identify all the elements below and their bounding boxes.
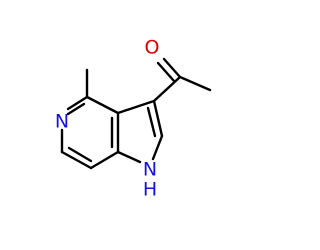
bond-c4-n5 [66, 95, 89, 111]
bond-carbonyl-oxygen-double [156, 61, 176, 83]
bond-c3-c2-double [146, 106, 157, 138]
atom-label-pyrrole-hydrogen: H [143, 179, 157, 201]
bond-c3a-c3 [116, 99, 156, 115]
bond-n1-c7a [116, 150, 142, 164]
bond-c6-c7-double [67, 146, 93, 163]
atom-label-pyrrole-nitrogen: N [143, 159, 157, 181]
atom-label-oxygen: O [145, 37, 160, 59]
bond-c6-c7 [60, 150, 93, 170]
molecule-structure: O N N H [55, 37, 212, 201]
bond-c7-c7a [89, 150, 120, 170]
bond-carbonyl-methyl [178, 75, 212, 92]
bond-c2-n1 [151, 134, 164, 161]
bond-carbonyl-oxygen [162, 57, 182, 79]
bond-c3-carbonyl [152, 75, 182, 103]
bond-c4-n5-double [66, 102, 86, 116]
bond-c3-c2 [152, 99, 164, 138]
atom-label-pyridine-nitrogen: N [55, 111, 69, 133]
bond-c4-c3a [85, 95, 120, 115]
